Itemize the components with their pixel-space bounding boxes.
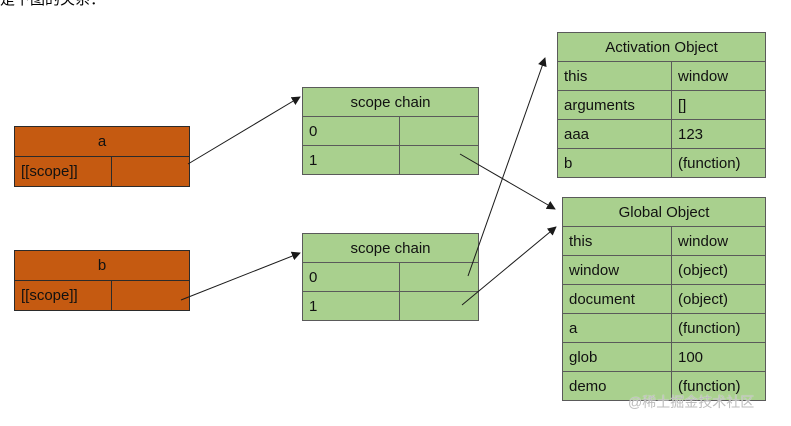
global-object-title: Global Object	[561, 197, 767, 227]
ao-value: 123	[671, 119, 766, 149]
go-key: demo	[562, 371, 672, 401]
arrow-chain-a-1-to-global	[459, 153, 556, 210]
ao-key: aaa	[557, 119, 672, 149]
go-value: (function)	[670, 313, 767, 343]
var-b-scope-pointer	[111, 280, 190, 311]
ao-value: window	[671, 61, 766, 91]
scope-chain-b-index-1: 1	[302, 291, 400, 321]
scope-chain-a-index-1: 1	[302, 145, 400, 175]
ao-value: (function)	[671, 148, 766, 178]
activation-object-title: Activation Object	[557, 32, 766, 62]
arrow-chain-b-1-to-global	[461, 226, 557, 306]
go-value: (function)	[670, 371, 767, 401]
watermark: @稀土掘金技术社区	[628, 394, 755, 410]
scope-chain-a-title: scope chain	[302, 87, 479, 117]
arrow-a-scope-to-chain-a	[187, 96, 301, 165]
go-key: a	[562, 313, 672, 343]
var-b-scope-label: [[scope]]	[14, 280, 112, 311]
scope-chain-b-pointer-1	[399, 291, 479, 321]
go-value: 100	[670, 342, 767, 372]
var-b-name: b	[14, 250, 190, 281]
scope-chain-b-pointer-0	[399, 262, 479, 292]
var-a-scope-label: [[scope]]	[14, 156, 112, 187]
scope-chain-a-table: scope chain 0 1	[302, 87, 479, 175]
scope-chain-a-index-0: 0	[302, 116, 400, 146]
ao-key: this	[557, 61, 672, 91]
go-value: window	[670, 226, 767, 256]
go-key: glob	[562, 342, 672, 372]
go-value: (object)	[670, 255, 767, 285]
ao-key: arguments	[557, 90, 672, 120]
go-key: this	[562, 226, 672, 256]
ao-key: b	[557, 148, 672, 178]
var-a-name: a	[14, 126, 190, 157]
var-a-table: a [[scope]]	[14, 126, 190, 187]
arrow-b-scope-to-chain-b	[180, 251, 301, 301]
go-value: (object)	[670, 284, 767, 314]
scope-chain-b-index-0: 0	[302, 262, 400, 292]
arrow-chain-b-0-to-activation	[467, 57, 547, 277]
top-text-fragment: 是下图的关系：	[0, 0, 105, 10]
var-a-scope-pointer	[111, 156, 190, 187]
scope-chain-b-table: scope chain 0 1	[302, 233, 479, 321]
go-key: window	[562, 255, 672, 285]
scope-chain-a-pointer-1	[399, 145, 479, 175]
var-b-table: b [[scope]]	[14, 250, 190, 311]
ao-value: []	[671, 90, 766, 120]
scope-chain-a-pointer-0	[399, 116, 479, 146]
scope-chain-b-title: scope chain	[302, 233, 479, 263]
